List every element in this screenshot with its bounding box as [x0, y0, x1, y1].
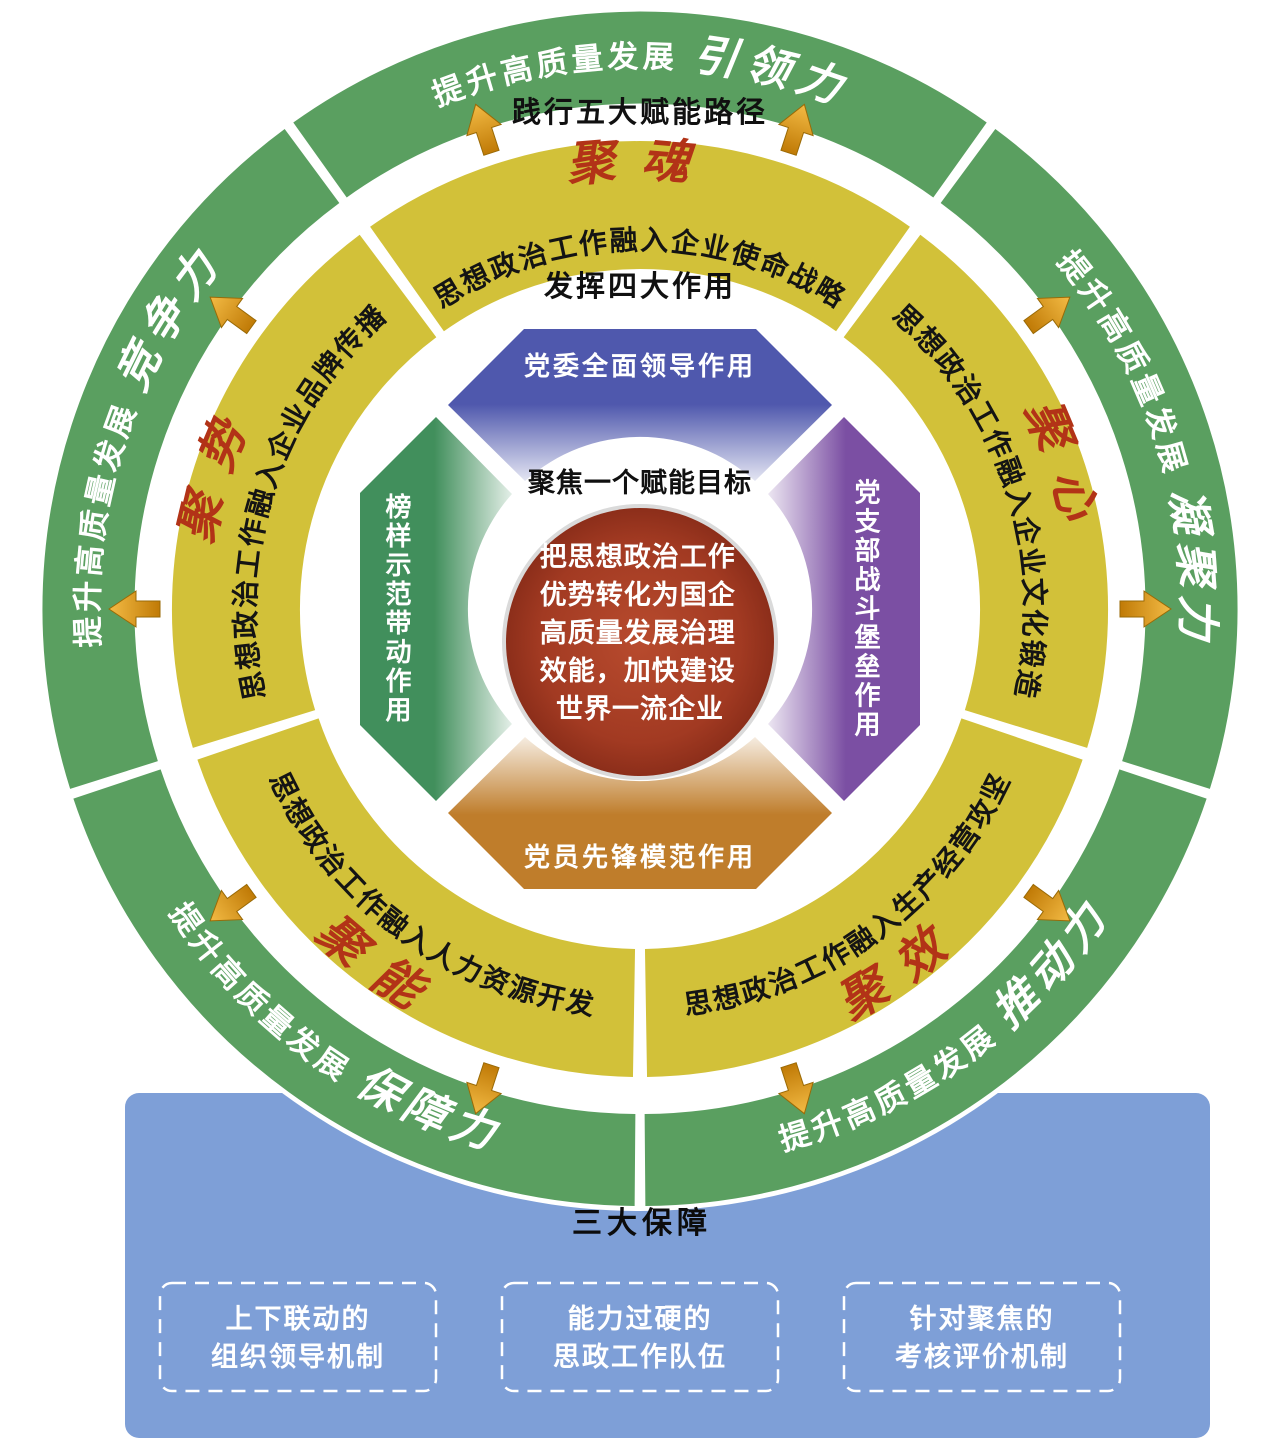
middle-ring-segment-top [370, 141, 910, 332]
footer-box3-line1: 针对聚焦的 [910, 1303, 1055, 1334]
outer-ring-segment-top [293, 11, 987, 198]
middle-ring-segment-lower-left [197, 717, 636, 1077]
footer-box3-line2: 考核评价机制 [895, 1341, 1069, 1372]
octagon-quarter-right [768, 417, 920, 801]
octagon-quarter-left [360, 417, 512, 801]
footer-background [125, 1093, 1210, 1438]
inner-octagon: 党委全面领导作用 党支部战斗堡垒作用 党员先锋模范作用 榜样示范带动作用 [360, 329, 920, 889]
four-roles-label: 发挥四大作用 [543, 270, 736, 303]
footer-box2-line2: 思政工作队伍 [553, 1342, 727, 1372]
quarter-label-role-models: 榜样示范带动作用 [382, 492, 412, 725]
middle-ring [171, 141, 1109, 1077]
footer-box-team [500, 1281, 780, 1393]
outer-ring-segment-left [42, 129, 340, 789]
footer-panel [125, 1093, 1210, 1438]
middle-ring-segment-right [842, 234, 1109, 748]
outer-ring-segment-lower-right [644, 769, 1207, 1206]
five-paths-label: 践行五大赋能路径 [512, 96, 768, 129]
octagon-quarter-top [448, 329, 832, 481]
quarter-label-party-committee: 党委全面领导作用 [524, 351, 756, 381]
footer-box1-line2: 组织领导机制 [211, 1341, 385, 1372]
outer-ring-segment-lower-left [73, 769, 636, 1206]
title-juhun: 聚魂 [564, 132, 715, 194]
outer-ring [42, 11, 1238, 1206]
footer-box-organization [158, 1281, 438, 1393]
center-goal-circle [506, 508, 774, 776]
center-goal-text: 把思想政治工作 优势转化为国企 高质量发展治理 效能，加快建设 世界一流企业 [540, 542, 740, 724]
footer-content: 三大保障 上下联动的 组织领导机制 能力过硬的 思政工作队伍 针对聚焦的 考核评… [158, 1206, 1122, 1393]
footer-box-assessment [842, 1281, 1122, 1393]
middle-ring-segment-left [171, 234, 438, 748]
footer-box1-line1: 上下联动的 [226, 1303, 371, 1334]
quarter-label-party-members: 党员先锋模范作用 [524, 842, 756, 872]
footer-title: 三大保障 [572, 1206, 712, 1240]
center-goal-label: 聚焦一个赋能目标 [527, 467, 752, 498]
outer-ring-segment-right [940, 129, 1238, 789]
octagon-quarter-bottom [448, 737, 832, 889]
quarter-label-party-branch: 党支部战斗堡垒作用 [851, 478, 881, 739]
middle-ring-segment-lower-right [644, 717, 1083, 1077]
center-core: 聚焦一个赋能目标 把思想政治工作 优势转化为国企 高质量发展治理 效能，加快建设… [470, 439, 810, 780]
footer-box2-line1: 能力过硬的 [568, 1303, 713, 1334]
